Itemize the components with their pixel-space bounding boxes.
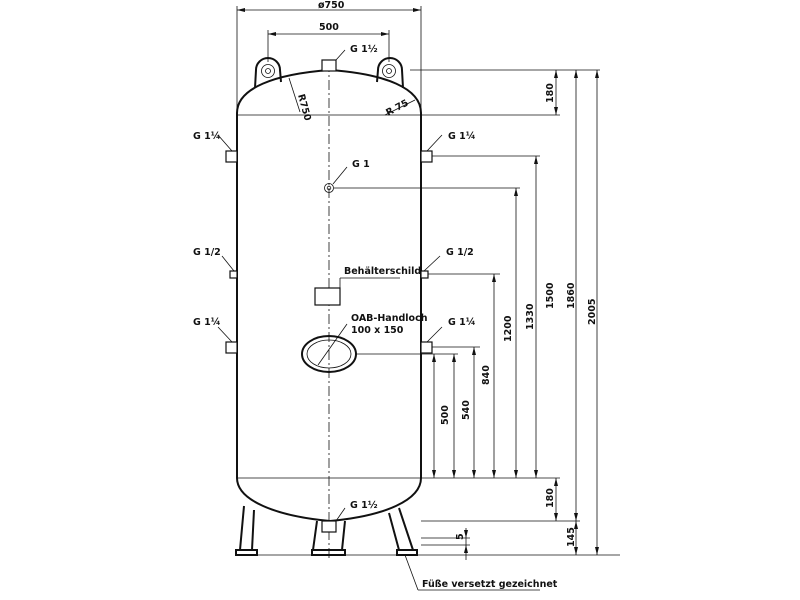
height-dimensions: 180 1500 1860 2005 1330 1200 840: [334, 69, 600, 560]
label-mid-left: G 1/2: [193, 247, 221, 258]
lug-spacing-dimension: 500: [267, 22, 390, 62]
nozzle-bottom: G 1½: [321, 500, 378, 533]
dim-1330: 1330: [525, 303, 536, 330]
lifting-lug-left: [254, 57, 282, 89]
label-lower-right: G 1¼: [448, 317, 476, 328]
label-upper-left: G 1¼: [193, 131, 221, 142]
label-top-nozzle: G 1½: [350, 44, 378, 55]
dim-head-radius: R750: [295, 93, 313, 122]
label-bottom-nozzle: G 1½: [350, 500, 378, 511]
dim-diameter: ø750: [318, 0, 345, 11]
thermometer-connection: G 1: [324, 159, 370, 193]
nozzle-top: G 1½: [321, 44, 378, 72]
connection-upper-right: G 1¼: [420, 131, 476, 163]
head-radius-annotation: R750: [288, 77, 313, 122]
dim-feet-height: 145: [566, 527, 577, 547]
label-mid-right: G 1/2: [446, 247, 474, 258]
label-upper-right: G 1¼: [448, 131, 476, 142]
dim-bottom-head: 180: [545, 488, 556, 508]
dim-1860: 1860: [566, 282, 577, 309]
label-handhole-title: OAB-Handloch: [351, 313, 428, 324]
connection-lower-left: G 1¼: [193, 317, 238, 354]
connection-mid-right: G 1/2: [420, 247, 474, 279]
label-lower-left: G 1¼: [193, 317, 221, 328]
dim-knuckle-radius: R 75: [384, 98, 410, 119]
dim-lug-spacing: 500: [319, 22, 339, 33]
dim-540: 540: [461, 400, 472, 420]
connection-mid-left: G 1/2: [193, 247, 238, 279]
diameter-dimension: ø750: [236, 0, 422, 113]
lifting-lug-right: [376, 57, 404, 89]
nameplate: Behälterschild: [314, 266, 421, 306]
dim-gap: 5: [455, 533, 466, 540]
label-feet-note: Füße versetzt gezeichnet: [422, 579, 558, 590]
dim-1500: 1500: [545, 282, 556, 309]
dim-top-head: 180: [545, 83, 556, 103]
label-thermometer: G 1: [352, 159, 370, 170]
label-handhole-size: 100 x 150: [351, 325, 404, 336]
dim-2005: 2005: [587, 299, 598, 325]
feet: Füße versetzt gezeichnet: [235, 505, 620, 591]
knuckle-radius-annotation: R 75: [384, 98, 416, 119]
connection-upper-left: G 1¼: [193, 131, 238, 163]
dim-840: 840: [481, 365, 492, 385]
dim-500: 500: [440, 405, 451, 425]
label-nameplate: Behälterschild: [344, 266, 421, 277]
connection-lower-right: G 1¼: [420, 317, 476, 354]
handhole: OAB-Handloch 100 x 150: [301, 313, 428, 373]
dim-1200: 1200: [503, 315, 514, 342]
